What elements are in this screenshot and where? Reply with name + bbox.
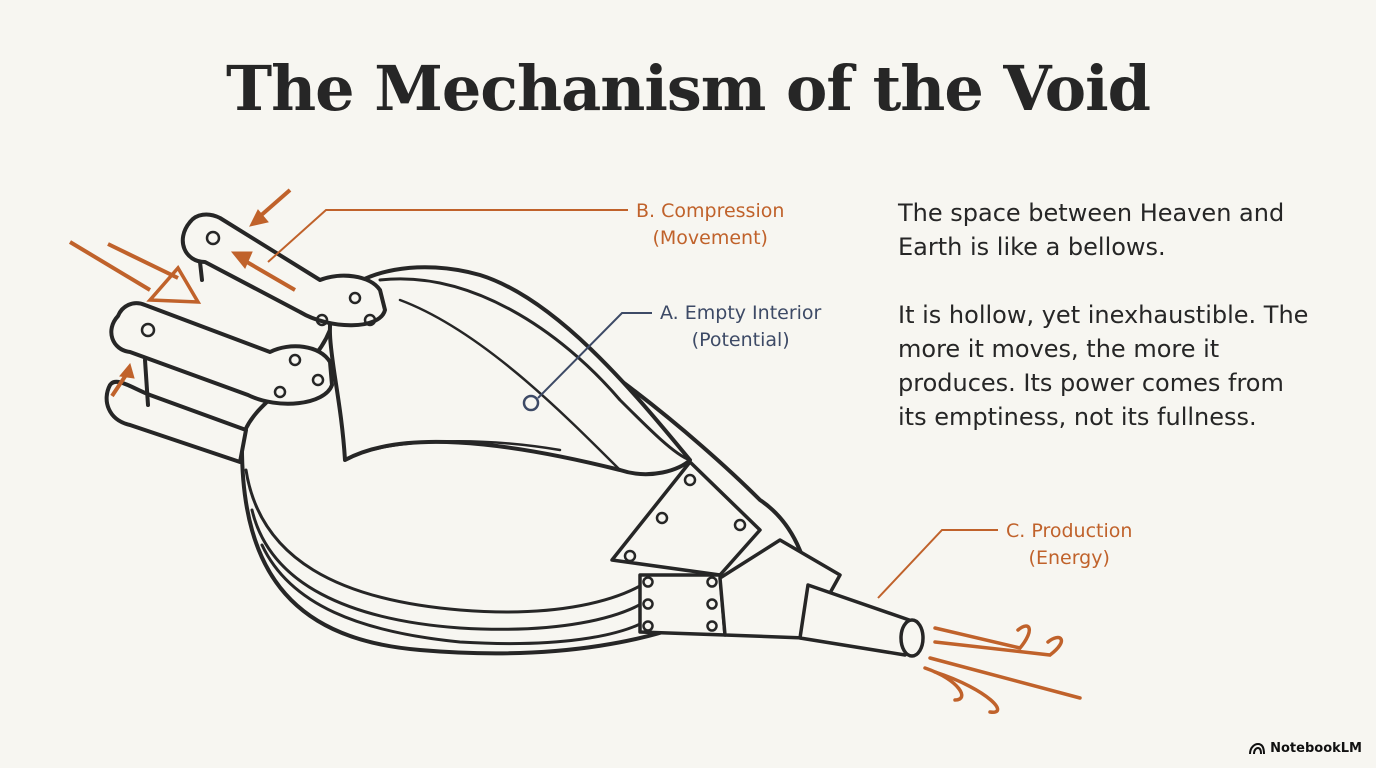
interior-marker (522, 394, 540, 412)
notebooklm-logo-icon (1249, 742, 1266, 754)
notebooklm-branding: NotebookLM (1249, 741, 1362, 756)
hollow-line (343, 440, 562, 462)
upper-handle (180, 212, 387, 328)
lower-board (104, 379, 248, 464)
top-board (327, 265, 692, 477)
quote-paragraph-1: The space between Heaven and Earth is li… (898, 199, 1285, 261)
interior-ridge (398, 298, 622, 472)
nozzle (798, 583, 917, 657)
page-title: The Mechanism of the Void (225, 52, 1151, 125)
brand-name: NotebookLM (1270, 741, 1362, 756)
callout-compression: B. Compression (Movement) (636, 198, 784, 252)
rivets (140, 230, 747, 632)
production-leader (877, 529, 998, 599)
leather-band-outer (244, 468, 652, 614)
compression-label: B. Compression (636, 200, 785, 222)
interior-sub: (Potential) (691, 329, 790, 351)
leather-band-inner (260, 543, 650, 646)
leather-band-middle (250, 508, 650, 631)
nozzle-tip (899, 618, 925, 658)
interior-label: A. Empty Interior (660, 302, 822, 324)
production-sub: (Energy) (1028, 547, 1110, 569)
metal-plate (610, 460, 762, 577)
interior-leader (537, 312, 652, 399)
lower-handle (109, 301, 334, 406)
compression-leader (267, 209, 628, 263)
quote-block: The space between Heaven and Earth is li… (898, 196, 1318, 468)
callout-production: C. Production (Energy) (1006, 518, 1132, 572)
air-puffs (923, 624, 1082, 714)
quote-paragraph-2: It is hollow, yet inexhaustible. The mor… (898, 301, 1309, 431)
compression-arrows (68, 188, 297, 398)
compression-sub: (Movement) (652, 227, 768, 249)
rim-line (378, 277, 692, 462)
callout-interior: A. Empty Interior (Potential) (660, 300, 821, 354)
production-label: C. Production (1006, 520, 1133, 542)
